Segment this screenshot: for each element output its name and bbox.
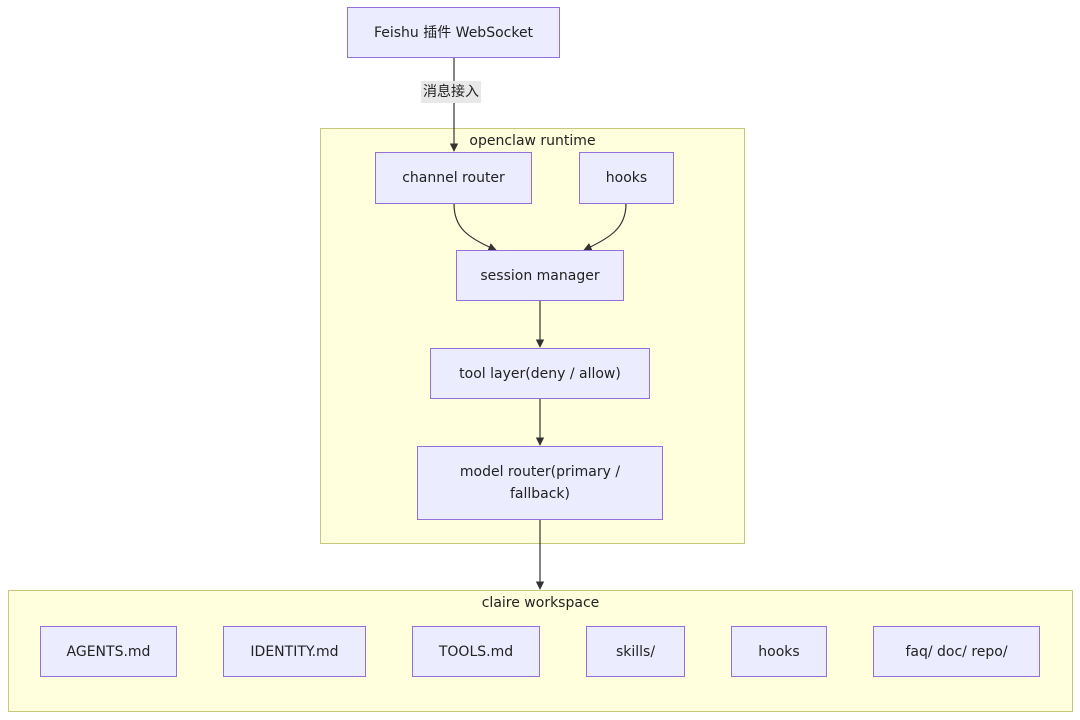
channel-router-node[interactable]: channel router xyxy=(375,152,532,204)
workspace-item-hooks[interactable]: hooks xyxy=(731,626,827,677)
edge-hooks-to-session-manager xyxy=(583,203,627,251)
openclaw-runtime-title: openclaw runtime xyxy=(469,133,596,149)
session-manager-node[interactable]: session manager xyxy=(456,250,624,301)
workspace-item-tools[interactable]: TOOLS.md xyxy=(412,626,540,677)
workspace-item-faq-doc-repo[interactable]: faq/ doc/ repo/ xyxy=(873,626,1040,677)
tool-layer-node[interactable]: tool layer(deny / allow) xyxy=(430,348,650,399)
hooks-node[interactable]: hooks xyxy=(579,152,674,204)
workspace-item-skills[interactable]: skills/ xyxy=(586,626,685,677)
claire-workspace-title: claire workspace xyxy=(481,595,600,611)
workspace-item-identity[interactable]: IDENTITY.md xyxy=(223,626,366,677)
feishu-websocket-node[interactable]: Feishu 插件 WebSocket xyxy=(347,7,560,58)
workspace-item-agents[interactable]: AGENTS.md xyxy=(40,626,177,677)
edge-label-message-ingress: 消息接入 xyxy=(421,81,481,103)
edge-channel-router-to-session-manager xyxy=(453,203,497,251)
model-router-node[interactable]: model router(primary / fallback) xyxy=(417,446,663,520)
